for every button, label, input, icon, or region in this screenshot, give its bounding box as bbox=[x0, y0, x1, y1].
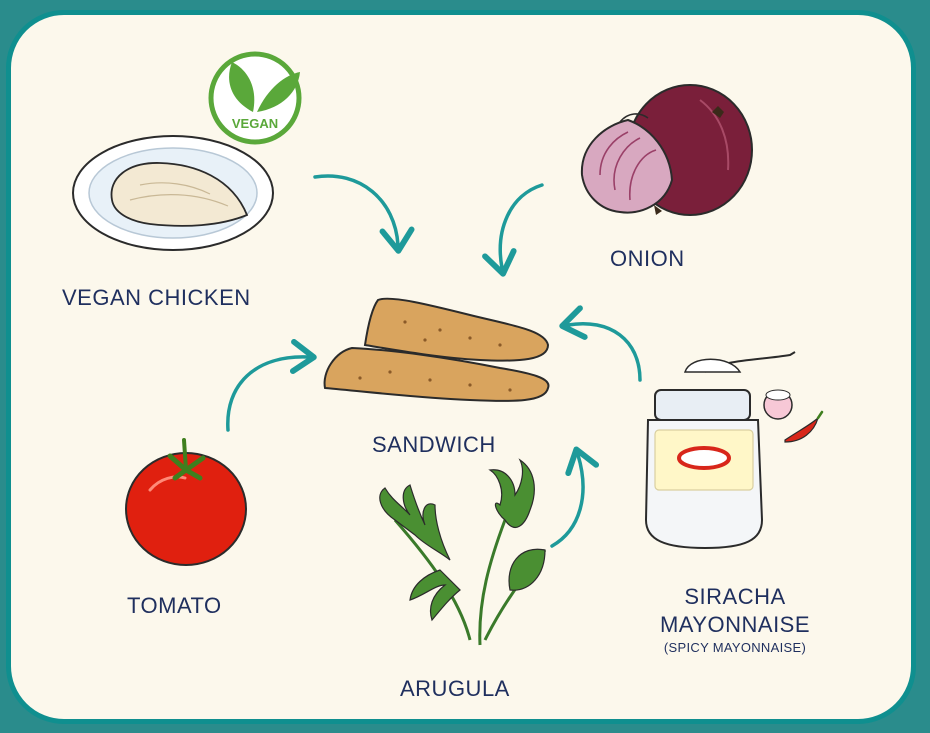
label-onion: ONION bbox=[610, 246, 685, 272]
chili-pepper-icon bbox=[785, 412, 822, 442]
tomato-icon bbox=[126, 440, 246, 565]
arrow-mayo-to-sandwich bbox=[568, 324, 640, 380]
onion-icon bbox=[582, 85, 752, 215]
sandwich-icon bbox=[325, 299, 549, 401]
label-siracha-line2: MAYONNAISE bbox=[640, 612, 830, 638]
tongue-icon bbox=[764, 390, 792, 419]
label-arugula: ARUGULA bbox=[400, 676, 510, 702]
arugula-icon bbox=[380, 460, 545, 645]
vegan-badge-text: VEGAN bbox=[232, 116, 278, 131]
arrow-onion-to-sandwich bbox=[500, 185, 542, 268]
arrow-tomato-to-sandwich bbox=[228, 357, 308, 430]
label-siracha-block: SIRACHA MAYONNAISE (SPICY MAYONNAISE) bbox=[640, 584, 830, 655]
mayo-jar-icon bbox=[646, 352, 795, 548]
label-vegan-chicken: VEGAN CHICKEN bbox=[62, 285, 251, 311]
arrow-arugula-to-sandwich bbox=[552, 455, 583, 546]
label-tomato: TOMATO bbox=[127, 593, 222, 619]
label-siracha-note: (SPICY MAYONNAISE) bbox=[640, 640, 830, 655]
vegan-badge-icon: VEGAN bbox=[211, 54, 300, 142]
chicken-plate-icon bbox=[73, 136, 273, 250]
label-siracha-line1: SIRACHA bbox=[640, 584, 830, 610]
label-sandwich: SANDWICH bbox=[372, 432, 496, 458]
arrow-chicken-to-sandwich bbox=[315, 176, 398, 245]
